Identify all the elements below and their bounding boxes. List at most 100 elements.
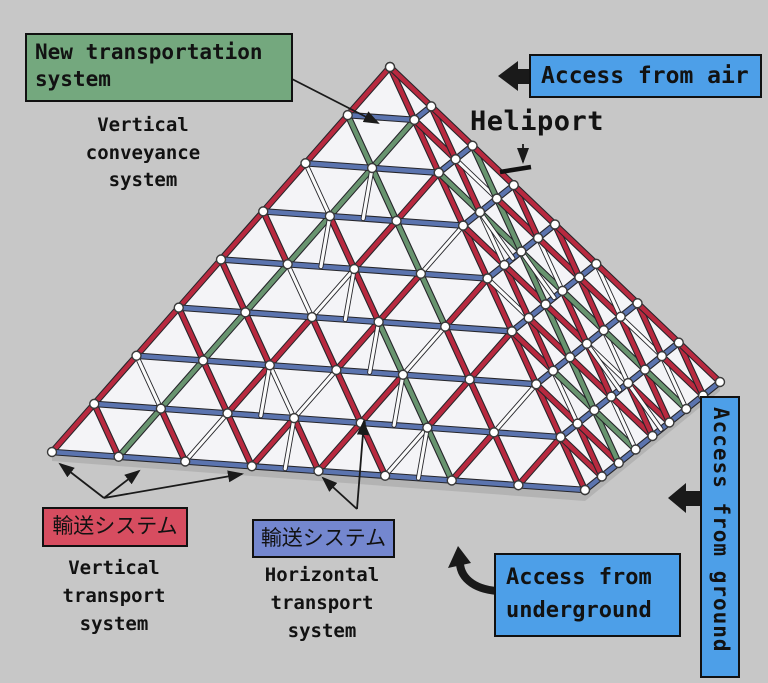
truss-node xyxy=(457,220,469,231)
truss-node xyxy=(446,475,457,486)
access-from-underground-box: Access from underground xyxy=(494,553,681,637)
strut xyxy=(502,262,531,321)
truss-node xyxy=(197,355,209,366)
strut xyxy=(392,373,405,427)
strut xyxy=(626,381,663,431)
strut xyxy=(602,328,630,385)
truss-node xyxy=(540,299,551,310)
truss-node xyxy=(180,456,191,467)
strut xyxy=(534,382,580,426)
truss-node xyxy=(506,326,518,337)
strut xyxy=(618,314,648,372)
strut xyxy=(635,301,665,359)
strut xyxy=(425,425,454,483)
strut xyxy=(303,112,350,166)
strut xyxy=(418,271,490,281)
strut xyxy=(158,406,230,416)
truss-node xyxy=(379,470,391,481)
strut xyxy=(183,411,230,464)
curved-arrowhead-icon xyxy=(448,546,471,568)
strut xyxy=(416,426,429,480)
truss-struts xyxy=(48,63,724,494)
strut xyxy=(425,377,472,430)
strut xyxy=(334,319,381,373)
truss-node xyxy=(258,206,269,217)
strut xyxy=(316,468,388,478)
strut xyxy=(283,416,296,471)
strut xyxy=(601,328,648,372)
truss-node xyxy=(397,369,409,380)
truss-node xyxy=(656,350,668,362)
strut xyxy=(400,372,472,382)
strut xyxy=(619,315,664,358)
strut xyxy=(394,218,466,228)
strut xyxy=(509,329,556,373)
strut xyxy=(319,214,332,269)
strut xyxy=(183,459,255,469)
truss-node xyxy=(46,446,58,458)
strut xyxy=(443,324,515,334)
truss-node xyxy=(366,162,378,174)
strut xyxy=(267,363,339,373)
truss-node xyxy=(324,210,336,222)
strut xyxy=(676,340,723,385)
truss-node xyxy=(613,457,624,469)
vertical-transport-jp-box: 輸送システム xyxy=(42,507,188,547)
strut xyxy=(369,165,399,224)
strut xyxy=(310,267,356,319)
strut xyxy=(577,275,623,319)
truss-node xyxy=(288,412,300,424)
strut xyxy=(158,406,188,464)
truss-node xyxy=(564,352,576,363)
strut xyxy=(345,112,417,123)
truss-node xyxy=(630,444,641,455)
strut xyxy=(660,354,688,411)
strut xyxy=(343,267,356,322)
horizontal-transport-label: Horizontal transport system xyxy=(264,564,380,642)
truss-node xyxy=(331,364,342,376)
strut xyxy=(485,276,531,320)
truss-node xyxy=(488,427,500,438)
strut xyxy=(509,329,539,387)
strut xyxy=(594,261,640,306)
strut xyxy=(92,401,164,411)
strut xyxy=(534,382,563,440)
truss-node xyxy=(282,259,293,270)
truss-node xyxy=(440,321,451,332)
strut xyxy=(334,367,363,426)
strut xyxy=(436,170,466,228)
strut xyxy=(516,434,563,488)
strut xyxy=(376,319,406,377)
annotation-arrow xyxy=(356,419,369,510)
strut xyxy=(412,117,458,162)
strut xyxy=(176,305,248,315)
truss-node xyxy=(581,338,593,349)
heliport-label: Heliport xyxy=(470,106,605,137)
annotation-arrow xyxy=(291,78,380,124)
truss-node xyxy=(373,316,384,328)
strut xyxy=(387,64,417,123)
strut xyxy=(358,372,406,426)
strut xyxy=(575,421,605,479)
vertical-conveyance-label: Vertical conveyance system xyxy=(85,114,201,192)
strut xyxy=(249,415,297,469)
truss-node xyxy=(450,154,461,165)
truss-node xyxy=(598,325,609,336)
strut xyxy=(642,367,672,425)
strut xyxy=(550,368,597,413)
strut xyxy=(449,430,497,483)
strut xyxy=(453,157,483,215)
strut xyxy=(316,420,363,474)
annotation-arrow xyxy=(58,462,105,499)
truss-node xyxy=(547,365,559,376)
strut xyxy=(577,275,606,333)
strut xyxy=(261,209,333,219)
strut xyxy=(291,415,321,474)
strut xyxy=(659,353,706,398)
strut xyxy=(352,266,381,325)
strut xyxy=(176,257,224,310)
strut xyxy=(491,430,521,488)
strut xyxy=(443,276,490,329)
truss-node xyxy=(409,114,420,126)
